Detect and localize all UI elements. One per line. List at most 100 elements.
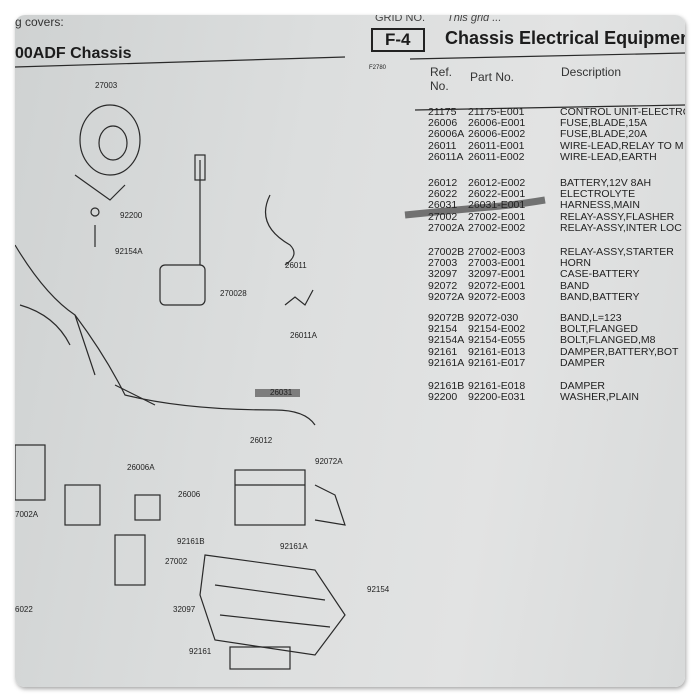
relay-27002 (114, 534, 146, 586)
part-no-cell: 26011-E002 (468, 150, 525, 163)
ref-no-cell: 92072B (428, 312, 465, 324)
description-cell: RELAY-ASSY,INTER LOC (560, 221, 682, 234)
part-no-cell: 27002-E002 (468, 221, 526, 234)
highlight-table-row (404, 196, 546, 219)
part-left-edge (15, 444, 46, 501)
callout-92154A: 92154A (115, 247, 143, 256)
header-part: Part No. (470, 70, 515, 84)
ref-no-cell: 26006A (428, 128, 465, 141)
ref-no-cell: 92161A (428, 356, 465, 369)
part-no-cell: 92072-E001 (468, 279, 526, 292)
callout-26006: 26006 (178, 490, 201, 499)
ref-no-cell: 27002 (428, 210, 458, 223)
left-header-chassis: 00ADF Chassis (15, 45, 132, 62)
callout-92161A: 92161A (280, 542, 308, 551)
description-cell: FUSE,BLADE,20A (560, 128, 647, 141)
description-cell: BAND (560, 279, 590, 292)
part-no-cell: 26011-E001 (468, 139, 525, 152)
description-cell: RELAY-ASSY,STARTER (560, 246, 674, 258)
part-no-cell: 27002-E003 (468, 246, 526, 258)
grid-label: GRID NO. (375, 15, 426, 24)
battery-26012 (234, 469, 306, 526)
battery-case-32097 (199, 554, 346, 656)
part-no-cell: 92200-E031 (468, 391, 526, 404)
part-no-cell: 92161-E018 (468, 380, 526, 392)
description-cell: BATTERY,12V 8AH (560, 177, 652, 189)
title-rule (409, 52, 685, 60)
callout-27002: 27002 (165, 557, 188, 566)
callout-27003: 27003 (95, 81, 118, 90)
header-rule (15, 56, 346, 68)
callout-27002B: 270028 (220, 289, 247, 298)
callout-26011A: 26011A (290, 331, 317, 340)
ref-no-cell: 92154A (428, 334, 465, 347)
ref-no-cell: 26022 (428, 188, 458, 201)
ref-no-cell: 26011 (428, 139, 457, 152)
page-title: Chassis Electrical Equipmen (445, 28, 685, 48)
part-no-cell: 92072-E003 (468, 290, 526, 303)
callout-92072A: 92072A (315, 457, 343, 466)
description-cell: WASHER,PLAIN (560, 391, 639, 404)
callout-27002A: 7002A (15, 510, 39, 519)
ref-no-cell: 92072 (428, 279, 458, 292)
ref-no-cell: 27002A (428, 221, 465, 234)
grid-number: F-4 (371, 28, 425, 52)
ref-no-cell: 26011A (428, 150, 464, 163)
callout-26011: 26011 (285, 261, 307, 270)
part-no-cell: 21175-E001 (468, 106, 525, 118)
description-cell: WIRE-LEAD,RELAY TO M (560, 139, 684, 152)
part-no-cell: 27002-E001 (468, 210, 526, 223)
ref-no-cell: 26031 (428, 199, 458, 212)
description-cell: BAND,BATTERY (560, 290, 640, 303)
callout-92200: 92200 (120, 211, 143, 220)
description-cell: DAMPER (560, 380, 605, 392)
description-cell: DAMPER (560, 356, 605, 369)
description-cell: HARNESS,MAIN (560, 199, 640, 212)
description-cell: HORN (560, 257, 591, 270)
part-no-cell: 92154-E055 (468, 334, 526, 347)
table-header-rule (414, 104, 685, 111)
parts-diagram (15, 52, 685, 670)
figure-code: F2780 (369, 65, 387, 71)
harness-branches (19, 304, 156, 406)
ref-no-cell: 21175 (428, 106, 457, 118)
description-cell: ELECTROLYTE (560, 188, 636, 201)
ref-no-cell: 92161B (428, 380, 465, 392)
ref-no-cell: 92072A (428, 290, 465, 303)
wire-lead-26011 (264, 194, 295, 266)
ref-no-cell: 32097 (428, 268, 458, 281)
starter-relay-27002b (159, 154, 206, 306)
ref-no-cell: 92154 (428, 323, 458, 336)
fuse-26006 (134, 494, 161, 521)
callout-92161: 92161 (189, 647, 212, 656)
description-cell: CONTROL UNIT-ELECTRO (560, 106, 685, 118)
wire-lead-26011a (284, 289, 314, 306)
part-no-cell: 26012-E002 (468, 177, 526, 189)
description-cell: WIRE-LEAD,EARTH (560, 150, 657, 163)
callout-26012: 26012 (250, 436, 273, 445)
callout-26006A: 26006A (127, 463, 155, 472)
callout-92154: 92154 (367, 585, 390, 594)
ref-no-cell: 27002B (428, 246, 465, 258)
part-no-cell: 26006-E001 (468, 117, 526, 130)
ref-no-cell: 26012 (428, 177, 458, 189)
band-92072a (314, 484, 346, 526)
part-no-cell: 26006-E002 (468, 128, 526, 141)
document-photo: g covers: 00ADF Chassis GRID NO. This gr… (15, 15, 685, 687)
damper-92161 (229, 646, 291, 670)
description-cell: RELAY-ASSY,FLASHER (560, 210, 675, 223)
callout-92161B: 92161B (177, 537, 205, 546)
part-no-cell: 32097-E001 (468, 268, 526, 281)
horn-27003 (74, 104, 141, 247)
description-cell: DAMPER,BATTERY,BOT (560, 345, 679, 358)
ref-no-cell: 27003 (428, 257, 458, 270)
part-no-cell: 92154-E002 (468, 323, 526, 336)
callout-32097: 32097 (173, 605, 196, 614)
header-desc: Description (561, 65, 622, 79)
left-header-covers: g covers: (15, 15, 64, 29)
description-cell: BOLT,FLANGED,M8 (560, 334, 656, 347)
part-no-cell: 92072-030 (468, 312, 519, 324)
part-no-cell: 92161-E017 (468, 356, 526, 369)
ref-no-cell: 92161 (428, 345, 458, 358)
description-cell: FUSE,BLADE,15A (560, 117, 647, 130)
